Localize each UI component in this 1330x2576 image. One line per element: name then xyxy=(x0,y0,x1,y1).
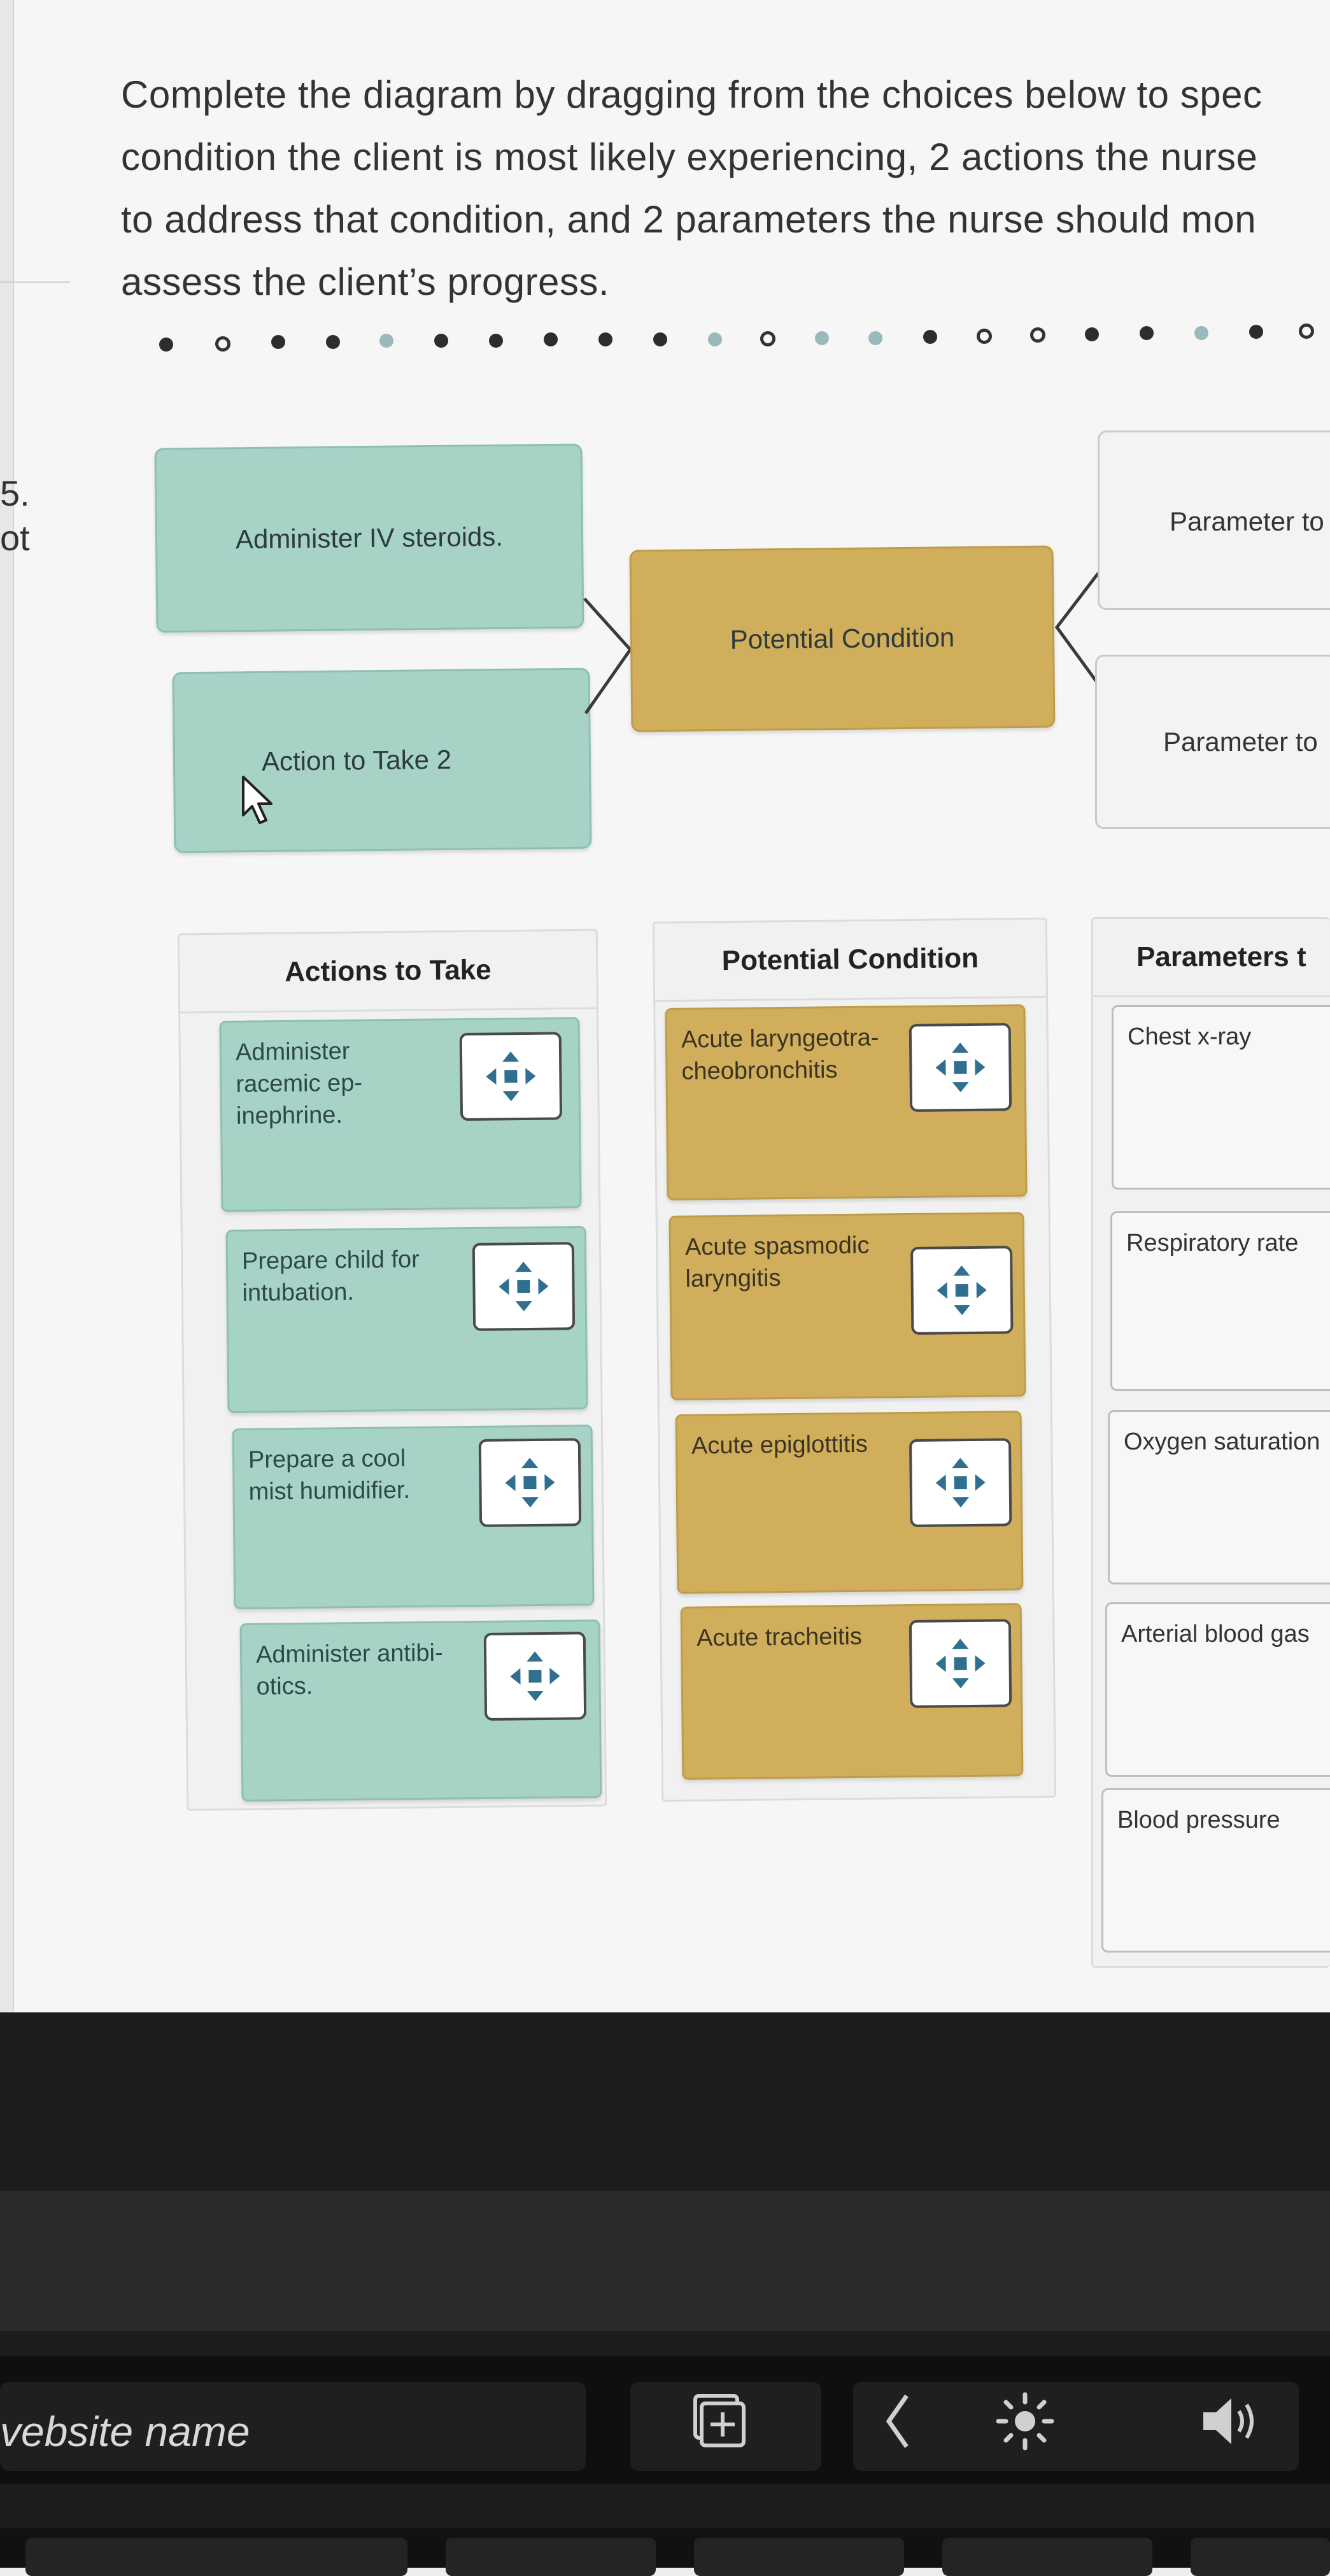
dotted-separator xyxy=(159,324,1330,357)
keyboard-key xyxy=(446,2538,656,2576)
diagram-parameter-slot-2[interactable]: Parameter to xyxy=(1095,655,1330,829)
conditions-bin-header: Potential Condition xyxy=(654,919,1047,1002)
parameter-choice-label: Oxygen saturation xyxy=(1124,1428,1320,1455)
drag-handle-button[interactable] xyxy=(478,1438,582,1527)
diagram-action-slot-1[interactable]: Administer IV steroids. xyxy=(154,443,584,633)
touch-bar-website-name[interactable]: vebsite name xyxy=(0,2408,250,2455)
back-chevron-icon[interactable] xyxy=(879,2389,917,2453)
keyboard-key xyxy=(942,2538,1152,2576)
condition-choice-label: Acute spasmodic laryngitis xyxy=(684,1232,870,1293)
actions-bin-header: Actions to Take xyxy=(179,930,597,1014)
move-arrows-icon xyxy=(510,1651,560,1702)
question-instructions: Complete the diagram by dragging from th… xyxy=(121,73,1263,303)
diagram-parameter-1-label: Parameter to xyxy=(1170,506,1324,536)
move-arrows-icon xyxy=(935,1458,986,1508)
parameter-choice-label: Blood pressure xyxy=(1117,1807,1280,1833)
action-choice-label: Administer antibi- otics. xyxy=(255,1639,443,1700)
diagram-connector-left xyxy=(583,597,633,715)
touch-bar-segment xyxy=(0,2382,586,2471)
parameters-bin-header: Parameters t xyxy=(1093,919,1330,997)
action-choice-label: Administer racemic ep- inephrine. xyxy=(235,1037,363,1130)
parameter-choice-card[interactable]: Arterial blood gas xyxy=(1105,1602,1330,1777)
action-choice-label: Prepare child for intubation. xyxy=(241,1246,420,1307)
parameter-choice-label: Chest x-ray xyxy=(1128,1023,1252,1050)
action-choice-card[interactable]: Administer antibi- otics. xyxy=(239,1619,602,1802)
drag-handle-button[interactable] xyxy=(909,1023,1012,1112)
drag-handle-button[interactable] xyxy=(909,1438,1012,1528)
parameter-choice-label: Arterial blood gas xyxy=(1121,1621,1310,1647)
diagram-parameter-slot-1[interactable]: Parameter to xyxy=(1098,431,1330,610)
diagram-action-1-label: Administer IV steroids. xyxy=(235,521,504,555)
parameter-choice-card[interactable]: Oxygen saturation xyxy=(1108,1410,1330,1584)
laptop-bezel-band xyxy=(0,2191,1330,2331)
parameter-choice-card[interactable]: Chest x-ray xyxy=(1112,1005,1330,1190)
diagram-condition-slot[interactable]: Potential Condition xyxy=(629,545,1056,732)
move-arrows-icon xyxy=(937,1265,987,1316)
move-arrows-icon xyxy=(499,1262,549,1312)
diagram-action-2-label: Action to Take 2 xyxy=(261,744,452,776)
drag-handle-button[interactable] xyxy=(910,1246,1014,1335)
keyboard-key xyxy=(1191,2538,1330,2576)
diagram-connector-right xyxy=(1054,572,1100,683)
parameter-choice-card[interactable]: Blood pressure xyxy=(1101,1788,1330,1953)
volume-icon[interactable] xyxy=(1197,2389,1267,2453)
drag-handle-button[interactable] xyxy=(909,1619,1012,1709)
action-choice-card[interactable]: Prepare child for intubation. xyxy=(225,1226,588,1413)
diagram-condition-label: Potential Condition xyxy=(730,622,955,655)
left-panel-edge xyxy=(0,0,14,2012)
keyboard-key xyxy=(694,2538,904,2576)
brightness-icon[interactable] xyxy=(993,2389,1057,2453)
move-arrows-icon xyxy=(935,1639,986,1689)
keyboard-key xyxy=(25,2538,407,2576)
parameter-choice-card[interactable]: Respiratory rate xyxy=(1110,1211,1330,1391)
left-panel-text: 5. ot xyxy=(0,473,30,558)
action-choice-label: Prepare a cool mist humidifier. xyxy=(248,1445,411,1505)
move-arrows-icon xyxy=(486,1051,536,1102)
diagram-action-slot-2[interactable]: Action to Take 2 xyxy=(172,667,592,853)
drag-handle-button[interactable] xyxy=(459,1032,563,1121)
move-arrows-icon xyxy=(935,1042,986,1093)
condition-choice-card[interactable]: Acute laryngeotra- cheobronchitis xyxy=(665,1004,1028,1200)
move-arrows-icon xyxy=(505,1458,555,1508)
drag-handle-button[interactable] xyxy=(483,1632,587,1721)
mouse-cursor-icon xyxy=(242,776,272,824)
condition-choice-card[interactable]: Acute epiglottitis xyxy=(675,1411,1024,1594)
left-divider xyxy=(0,281,70,283)
condition-choice-card[interactable]: Acute tracheitis xyxy=(680,1603,1024,1780)
parameter-choice-label: Respiratory rate xyxy=(1126,1230,1299,1256)
condition-choice-card[interactable]: Acute spasmodic laryngitis xyxy=(669,1212,1026,1400)
drag-handle-button[interactable] xyxy=(472,1242,576,1331)
action-choice-card[interactable]: Administer racemic ep- inephrine. xyxy=(219,1017,582,1212)
condition-choice-label: Acute laryngeotra- cheobronchitis xyxy=(681,1024,879,1085)
condition-choice-label: Acute tracheitis xyxy=(696,1623,863,1652)
condition-choice-label: Acute epiglottitis xyxy=(691,1430,868,1460)
action-choice-card[interactable]: Prepare a cool mist humidifier. xyxy=(232,1425,595,1609)
diagram-parameter-2-label: Parameter to xyxy=(1163,727,1318,757)
new-tab-icon[interactable] xyxy=(686,2389,750,2453)
